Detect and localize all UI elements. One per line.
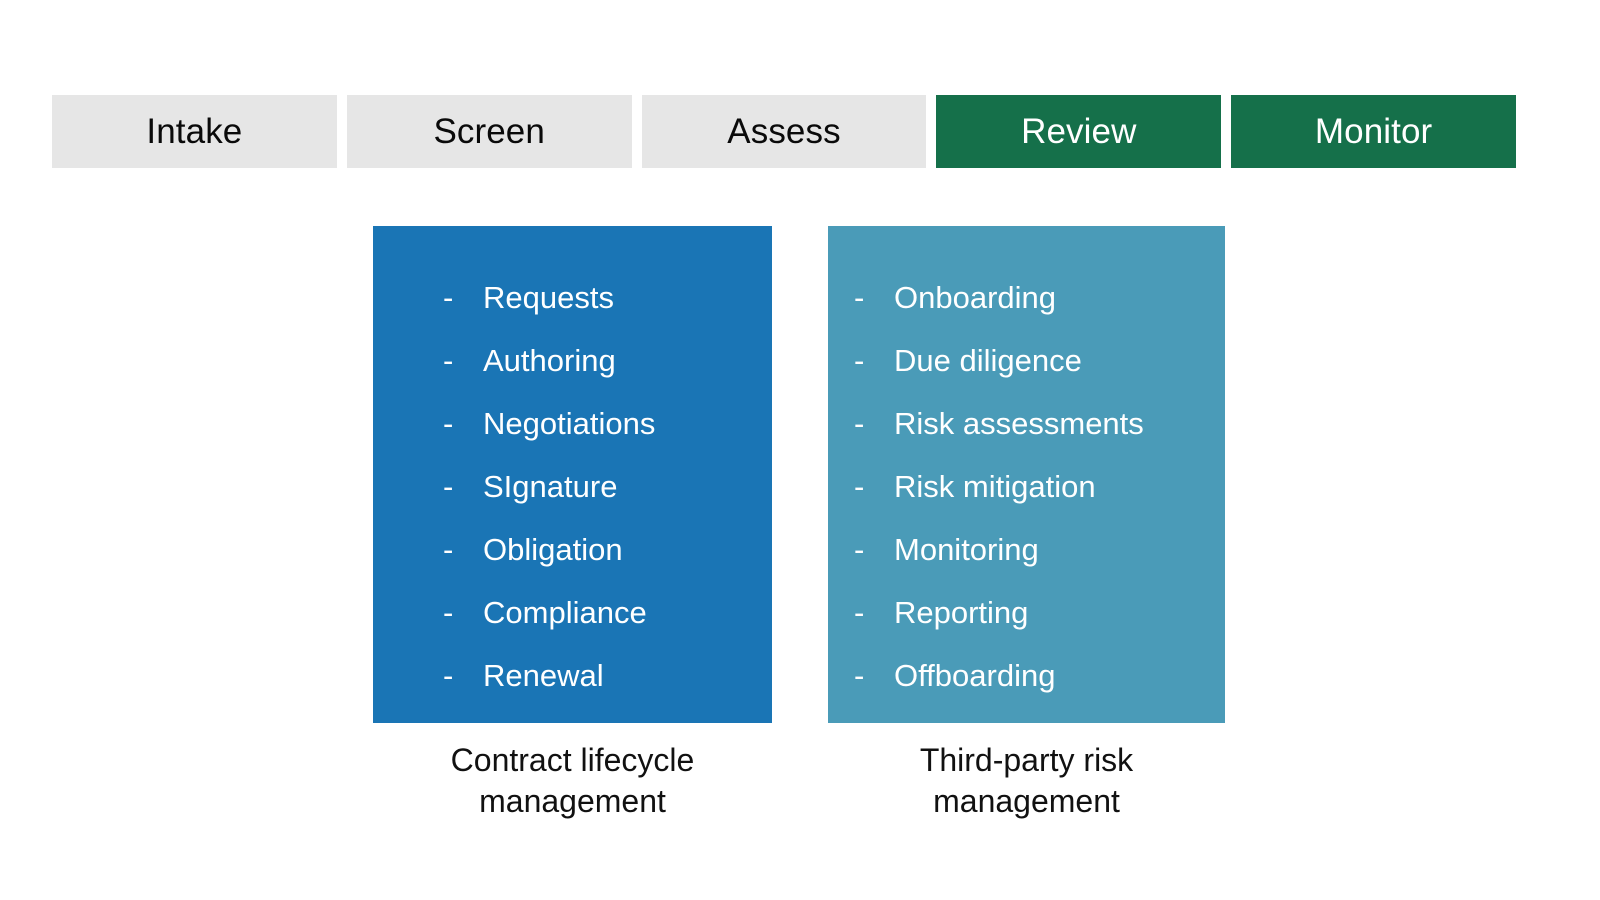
phase-tab-label: Screen xyxy=(433,112,545,151)
list-item: - Risk assessments xyxy=(828,392,1225,455)
list-item: - Reporting xyxy=(828,581,1225,644)
list-item-label: SIgnature xyxy=(483,469,618,504)
bullet-dash-icon: - xyxy=(443,532,454,567)
bullet-dash-icon: - xyxy=(854,595,865,630)
list-item-label: Reporting xyxy=(894,595,1029,630)
list-item-label: Onboarding xyxy=(894,280,1057,315)
list-item: - Requests xyxy=(373,266,772,329)
bullet-dash-icon: - xyxy=(854,658,865,693)
phase-tab-review[interactable]: Review xyxy=(936,95,1222,168)
list-item-label: Renewal xyxy=(483,658,604,693)
bullet-dash-icon: - xyxy=(854,469,865,504)
list-item-label: Requests xyxy=(483,280,614,315)
phase-tab-screen[interactable]: Screen xyxy=(346,95,632,168)
list-item-label: Negotiations xyxy=(483,406,656,441)
list-item: - Obligation xyxy=(373,518,772,581)
phase-tab-monitor[interactable]: Monitor xyxy=(1231,95,1516,168)
phase-tab-strip: Intake Screen Assess Review Monitor xyxy=(52,95,1516,168)
list-item-label: Due diligence xyxy=(894,343,1082,378)
bullet-dash-icon: - xyxy=(854,406,865,441)
list-item-label: Risk assessments xyxy=(894,406,1144,441)
panel-caption-contract-lifecycle-management: Contract lifecycle management xyxy=(450,742,695,819)
bullet-dash-icon: - xyxy=(443,280,454,315)
list-item-label: Risk mitigation xyxy=(894,469,1096,504)
list-item: - Due diligence xyxy=(828,329,1225,392)
panel-third-party-risk-management: - Onboarding - Due diligence - Risk asse… xyxy=(828,226,1225,723)
panel-item-list: - Requests - Authoring - Negotiations - … xyxy=(373,266,772,707)
list-item: - SIgnature xyxy=(373,455,772,518)
phase-tab-label: Intake xyxy=(146,112,243,151)
list-item: - Authoring xyxy=(373,329,772,392)
phase-tab-assess[interactable]: Assess xyxy=(641,95,927,168)
panel-contract-lifecycle-management: - Requests - Authoring - Negotiations - … xyxy=(373,226,772,723)
bullet-dash-icon: - xyxy=(854,280,865,315)
bullet-dash-icon: - xyxy=(443,469,454,504)
list-item: - Compliance xyxy=(373,581,772,644)
phase-tab-intake[interactable]: Intake xyxy=(52,95,337,168)
list-item-label: Monitoring xyxy=(894,532,1039,567)
panel-item-list: - Onboarding - Due diligence - Risk asse… xyxy=(828,266,1225,707)
list-item-label: Compliance xyxy=(483,595,647,630)
list-item: - Risk mitigation xyxy=(828,455,1225,518)
list-item: - Negotiations xyxy=(373,392,772,455)
bullet-dash-icon: - xyxy=(443,658,454,693)
panel-caption-third-party-risk-management: Third-party risk management xyxy=(919,742,1134,819)
phase-tab-label: Monitor xyxy=(1314,112,1433,151)
list-item: - Offboarding xyxy=(828,644,1225,707)
phase-tab-label: Assess xyxy=(727,112,841,151)
list-item: - Monitoring xyxy=(828,518,1225,581)
bullet-dash-icon: - xyxy=(443,343,454,378)
list-item: - Renewal xyxy=(373,644,772,707)
bullet-dash-icon: - xyxy=(854,532,865,567)
bullet-dash-icon: - xyxy=(443,595,454,630)
list-item-label: Authoring xyxy=(483,343,616,378)
list-item-label: Offboarding xyxy=(894,658,1056,693)
list-item-label: Obligation xyxy=(483,532,623,567)
bullet-dash-icon: - xyxy=(443,406,454,441)
bullet-dash-icon: - xyxy=(854,343,865,378)
list-item: - Onboarding xyxy=(828,266,1225,329)
phase-tab-label: Review xyxy=(1021,112,1137,151)
